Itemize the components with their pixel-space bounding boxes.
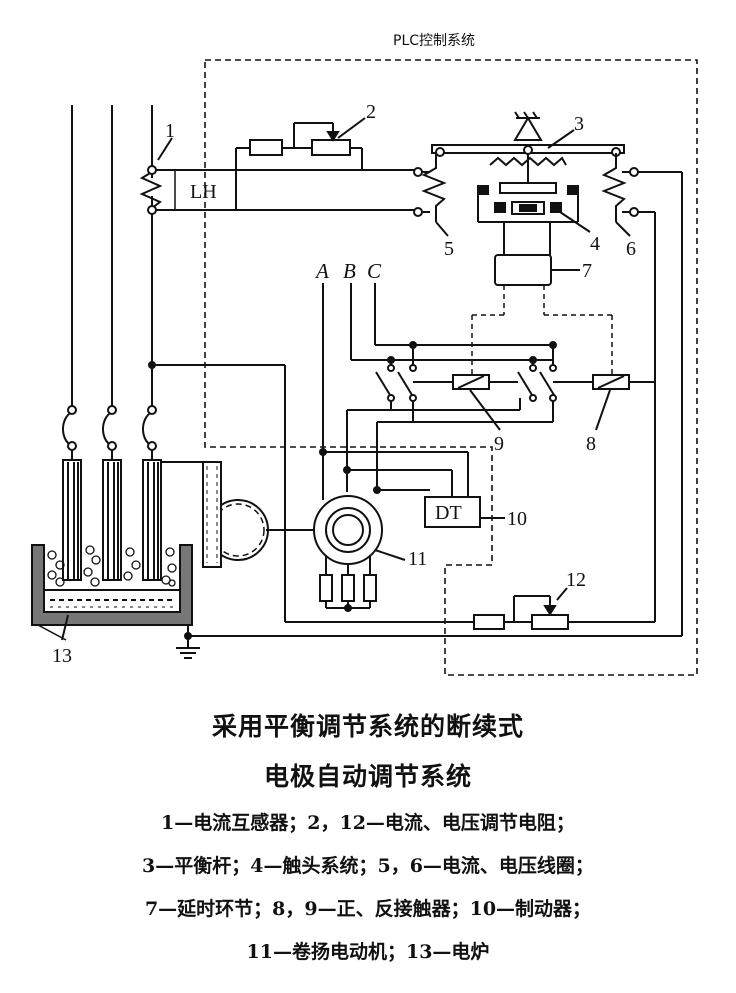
phase-c-label: C (367, 259, 382, 283)
phase-b-label: B (343, 259, 356, 283)
current-transformer-label: LH (190, 181, 217, 203)
label-8: 8 (586, 433, 596, 455)
phase-a-label: A (314, 259, 329, 283)
legend-line-1: 1—电流互感器；2，12—电流、电压调节电阻； (161, 812, 575, 834)
label-9: 9 (494, 433, 504, 455)
forward-contactor (517, 364, 630, 402)
motor-resistor-3 (363, 574, 377, 602)
label-1: 1 (165, 120, 175, 142)
caption-title-line-1: 采用平衡调节系统的断续式 (211, 712, 524, 741)
fixed-resistor (249, 139, 283, 156)
caption-title-line-2: 电极自动调节系统 (263, 762, 472, 791)
voltage-coil (601, 153, 639, 237)
electric-furnace (31, 544, 193, 626)
balance-lever (431, 111, 625, 190)
time-delay-unit (494, 254, 552, 286)
current-transformer (139, 165, 176, 215)
winch-drum (162, 461, 314, 568)
plc-boundary (204, 59, 698, 676)
voltage-adjust-resistor (531, 614, 569, 630)
label-7: 7 (582, 260, 592, 282)
current-adjust-resistor (311, 139, 351, 156)
legend-line-4: 11—卷扬电动机；13—电炉 (246, 941, 490, 963)
label-6: 6 (626, 238, 636, 260)
current-coil (413, 153, 449, 237)
winch-motor (313, 495, 406, 565)
ground-icon (176, 647, 200, 659)
label-5: 5 (444, 238, 454, 260)
legend-line-3: 7—延时环节；8，9—正、反接触器；10—制动器； (144, 898, 592, 920)
fixed-resistor-2 (473, 614, 505, 630)
label-3: 3 (574, 113, 584, 135)
motor-resistor-2 (341, 574, 355, 602)
legend-line-2: 3—平衡杆；4—触头系统；5，6—电流、电压线圈； (142, 855, 594, 877)
label-12: 12 (566, 569, 586, 591)
electrodes (62, 459, 162, 581)
label-11: 11 (408, 548, 427, 570)
fuse-icon (62, 411, 153, 447)
brake-unit (424, 496, 481, 528)
label-13: 13 (52, 645, 72, 667)
label-4: 4 (590, 233, 600, 255)
circuit-diagram: PLC控制系统 1 2 3 4 5 6 7 8 9 10 11 12 13 LH… (31, 33, 698, 676)
motor-resistor-1 (319, 574, 333, 602)
label-10: 10 (507, 508, 527, 530)
plc-system-label: PLC控制系统 (393, 33, 475, 49)
contact-system (477, 182, 591, 233)
label-2: 2 (366, 101, 376, 123)
brake-label: DT (435, 502, 462, 524)
